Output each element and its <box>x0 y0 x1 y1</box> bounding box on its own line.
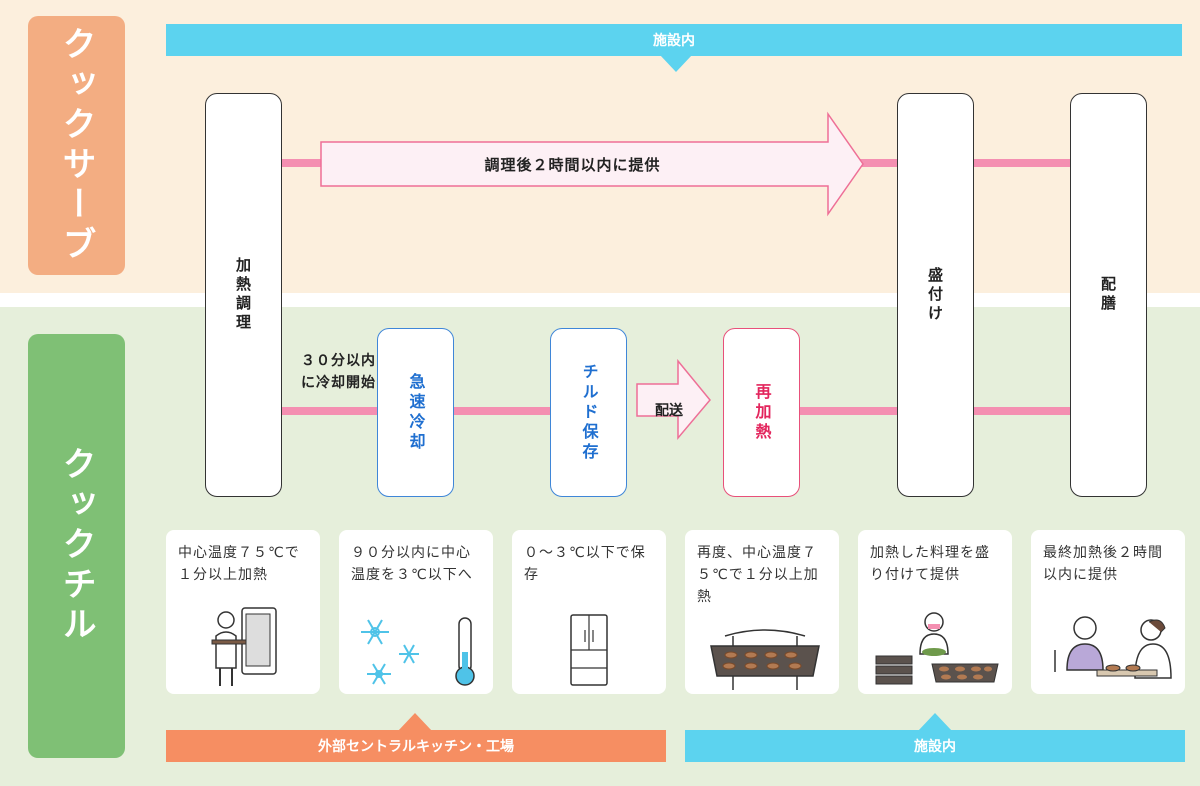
plating-worker-icon <box>875 612 999 685</box>
info-card-text: ９０分以内に中心温度を３℃以下へ <box>351 545 473 583</box>
step-quick-chill-label: 急速冷却 <box>406 372 426 453</box>
delivery-arrow <box>636 358 711 441</box>
step-plating-label: 盛付け <box>926 266 944 324</box>
info-card-serving: 最終加熱後２時間以内に提供 <box>1031 530 1185 694</box>
serving-elderly-icon <box>1054 616 1172 679</box>
info-card-text: ０～３℃以下で保存 <box>524 545 646 583</box>
info-card-quick-chill: ９０分以内に中心温度を３℃以下へ <box>339 530 493 694</box>
snowflake-thermometer-icon <box>361 617 475 686</box>
step-chilled-storage: チルド保存 <box>550 328 627 497</box>
cook-chill-label: クックチル <box>28 334 125 758</box>
info-card-text: 再度、中心温度７５℃で１分以上加熱 <box>697 545 819 605</box>
info-card-text: 加熱した料理を盛り付けて提供 <box>870 545 990 583</box>
step-quick-chill: 急速冷却 <box>377 328 454 497</box>
chill-start-note: ３０分以内 に冷却開始 <box>284 350 376 394</box>
facility-bar-top: 施設内 <box>166 24 1182 56</box>
external-kitchen-bar: 外部セントラルキッチン・工場 <box>166 730 666 762</box>
cook-with-oven-icon <box>211 607 277 686</box>
flow-line-top-c <box>972 159 1072 167</box>
step-serving: 配膳 <box>1070 93 1147 497</box>
step-chilled-storage-label: チルド保存 <box>579 362 599 463</box>
external-bar-pointer <box>398 713 432 731</box>
facility-bar-pointer <box>660 55 692 72</box>
flow-line-top-a <box>282 159 322 167</box>
info-card-text: 中心温度７５℃で１分以上加熱 <box>178 545 300 583</box>
step-serving-label: 配膳 <box>1099 276 1117 314</box>
info-card-text: 最終加熱後２時間以内に提供 <box>1043 545 1163 583</box>
info-card-plating: 加熱した料理を盛り付けて提供 <box>858 530 1012 694</box>
refrigerator-icon <box>570 614 608 686</box>
flow-line-bottom-d <box>972 407 1072 415</box>
chill-start-note-line-1: ３０分以内 <box>301 353 376 369</box>
info-card-chilled-storage: ０～３℃以下で保存 <box>512 530 666 694</box>
facility-bar-bottom-pointer <box>918 713 952 731</box>
cook-serve-label: クックサーブ <box>28 16 125 275</box>
flow-line-bottom-a <box>282 407 380 415</box>
step-reheat: 再加熱 <box>723 328 800 497</box>
info-card-heat-cook: 中心温度７５℃で１分以上加熱 <box>166 530 320 694</box>
step-heat-cook: 加熱調理 <box>205 93 282 497</box>
flow-line-bottom-c <box>798 407 900 415</box>
delivery-arrow-label: 配送 <box>655 403 683 419</box>
facility-bar-bottom: 施設内 <box>685 730 1185 762</box>
step-heat-cook-label: 加熱調理 <box>234 257 252 333</box>
flow-line-bottom-b <box>454 407 552 415</box>
main-arrow <box>320 111 864 217</box>
flow-line-top-b <box>860 159 900 167</box>
step-plating: 盛付け <box>897 93 974 497</box>
main-arrow-label: 調理後２時間以内に提供 <box>484 155 661 174</box>
info-card-reheat: 再度、中心温度７５℃で１分以上加熱 <box>685 530 839 694</box>
step-reheat-label: 再加熱 <box>752 382 772 443</box>
tray-of-food-icon <box>710 629 820 690</box>
chill-start-note-line-2: に冷却開始 <box>301 375 376 391</box>
